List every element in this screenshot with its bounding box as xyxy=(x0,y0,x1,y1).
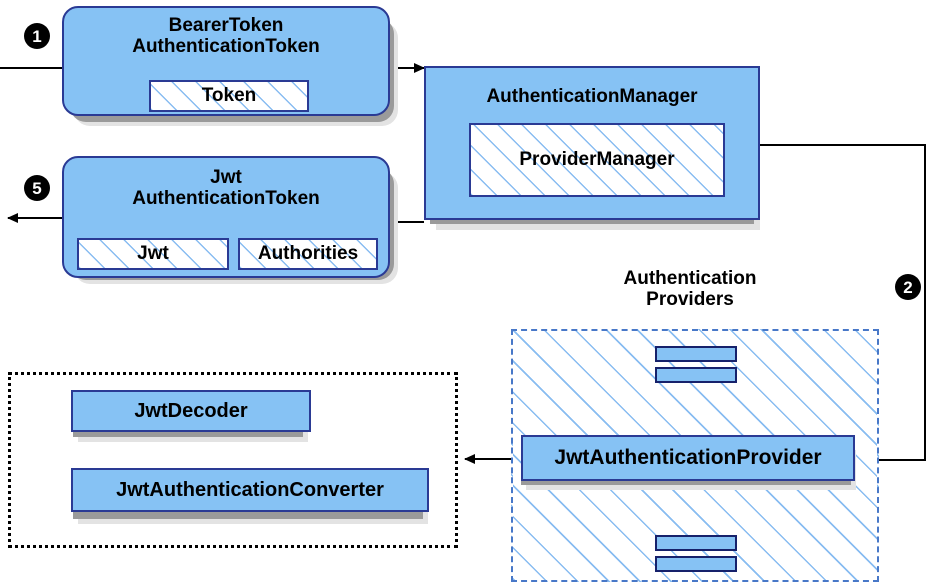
authentication-providers-label: Authentication Providers xyxy=(600,268,780,311)
step-marker-5: 5 xyxy=(24,175,50,201)
authentication-manager-title: AuthenticationManager xyxy=(486,86,698,107)
provider-bar-top-2 xyxy=(655,367,737,383)
provider-bar-bottom-1 xyxy=(655,535,737,551)
jwt-token-title-line1: Jwt xyxy=(210,167,242,188)
node-jwt-authentication-token[interactable]: Jwt AuthenticationToken Jwt Authorities xyxy=(62,156,390,278)
bearer-token-title-line1: BearerToken xyxy=(168,15,284,36)
node-jwt-authentication-provider[interactable]: JwtAuthenticationProvider xyxy=(521,435,855,481)
authentication-providers-label-line1: Authentication xyxy=(623,268,757,289)
jwt-token-title-line2: AuthenticationToken xyxy=(132,188,320,210)
slot-provider-manager: ProviderManager xyxy=(469,123,725,197)
slot-token: Token xyxy=(149,80,309,112)
slot-jwt: Jwt xyxy=(77,238,229,270)
provider-bar-top-1 xyxy=(655,346,737,362)
node-jwt-authentication-converter[interactable]: JwtAuthenticationConverter xyxy=(71,468,429,512)
step-marker-1: 1 xyxy=(24,23,50,49)
node-authentication-manager[interactable]: AuthenticationManager ProviderManager xyxy=(424,66,760,220)
node-bearer-token-authentication-token[interactable]: BearerToken AuthenticationToken Token xyxy=(62,6,390,116)
provider-bar-bottom-2 xyxy=(655,556,737,572)
bearer-token-title-line2: AuthenticationToken xyxy=(132,36,320,58)
slot-authorities: Authorities xyxy=(238,238,378,270)
node-jwt-decoder[interactable]: JwtDecoder xyxy=(71,390,311,432)
authentication-providers-label-line2: Providers xyxy=(646,289,734,311)
step-marker-2: 2 xyxy=(895,274,921,300)
